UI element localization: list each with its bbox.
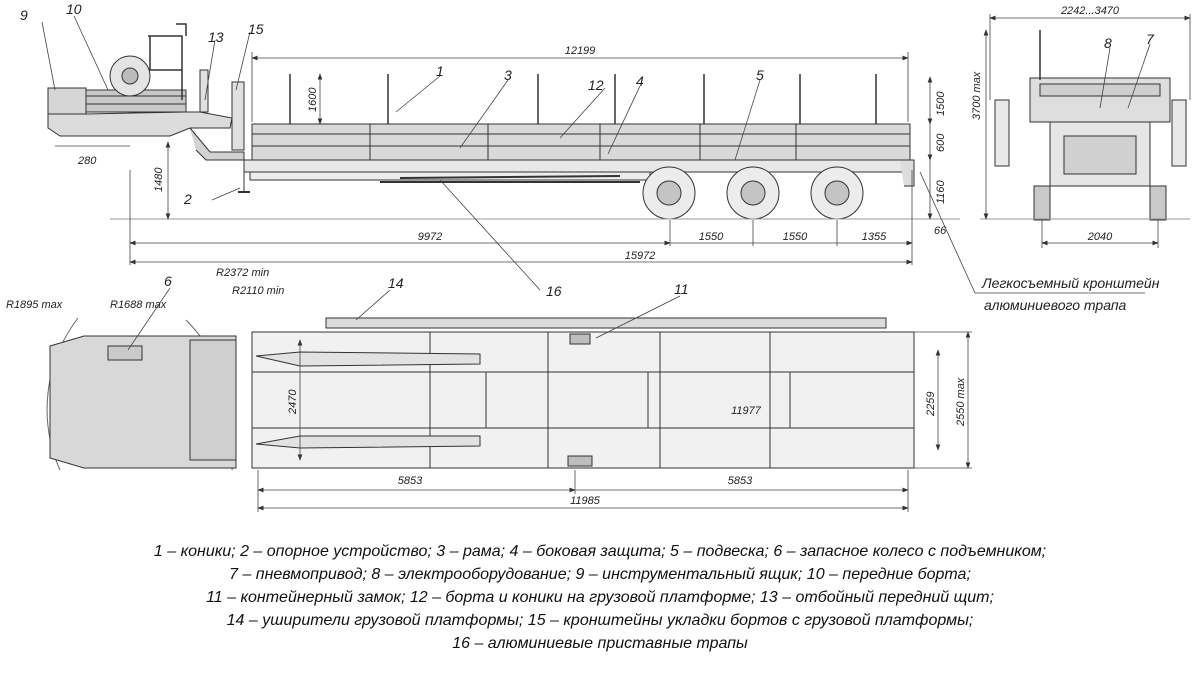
side-boards	[251, 123, 911, 161]
callout-16: 16	[546, 283, 562, 299]
legend: 1 – коники; 2 – опорное устройство; 3 – …	[0, 540, 1200, 655]
dim-66: 66	[934, 225, 947, 237]
callout-1: 1	[436, 63, 444, 79]
ramps-top	[255, 351, 481, 449]
dim-1550-b: 1550	[783, 231, 808, 243]
callout-13: 13	[208, 29, 224, 45]
side-view	[41, 15, 1145, 294]
legend-line: 16 – алюминиевые приставные трапы	[452, 635, 748, 652]
callout-6: 6	[164, 273, 172, 289]
dim-1600: 1600	[307, 87, 319, 112]
dim-2470: 2470	[287, 389, 299, 415]
legend-line: 11 – контейнерный замок; 12 – борта и ко…	[206, 589, 994, 606]
top-view	[46, 287, 972, 512]
dim-2040: 2040	[1087, 231, 1113, 243]
dim-12199: 12199	[565, 45, 596, 57]
dim-1500: 1500	[935, 91, 947, 116]
dim-r2110: R2110 min	[232, 285, 284, 297]
platform-wideners	[325, 317, 887, 329]
dim-1480: 1480	[153, 167, 165, 192]
dim-r2372: R2372 min	[216, 267, 269, 279]
front-shield	[199, 69, 245, 151]
callout-11: 11	[674, 281, 689, 297]
main-frame	[243, 159, 915, 173]
note-line-2: алюминиевого трапа	[984, 297, 1127, 313]
dim-1550-a: 1550	[699, 231, 724, 243]
dim-5853-b: 5853	[728, 475, 753, 487]
callout-3: 3	[504, 67, 512, 83]
callout-15: 15	[248, 21, 264, 37]
axles	[642, 166, 864, 220]
dim-3700-max: 3700 max	[971, 71, 983, 120]
callout-4: 4	[636, 73, 644, 89]
dim-r1895: R1895 max	[6, 299, 63, 311]
legend-line: 1 – коники; 2 – опорное устройство; 3 – …	[153, 543, 1047, 560]
note-line-1: Легкосъемный кронштейн	[981, 275, 1160, 291]
legend-line: 7 – пневмопривод; 8 – электрооборудовани…	[229, 566, 971, 583]
callout-14: 14	[388, 275, 404, 291]
callout-12: 12	[588, 77, 604, 93]
dim-5853-a: 5853	[398, 475, 423, 487]
dim-r1688: R1688 max	[110, 299, 167, 311]
wheel-lifter	[148, 23, 187, 100]
callout-2: 2	[183, 191, 192, 207]
dim-9972: 9972	[418, 231, 442, 243]
dim-600: 600	[935, 133, 947, 152]
trailer-drawing: 9 10 13 15 1 3 12 4 5 2 12199 1600 280 1…	[6, 1, 1191, 512]
ramps	[399, 175, 621, 179]
dim-2550-max: 2550 max	[955, 377, 967, 427]
rear-view	[980, 14, 1191, 248]
dim-11977: 11977	[731, 405, 762, 417]
dim-1355: 1355	[862, 231, 887, 243]
legend-line: 14 – уширители грузовой платформы; 15 – …	[226, 612, 974, 629]
dim-280: 280	[77, 155, 97, 167]
callout-9: 9	[20, 7, 28, 23]
dim-1160: 1160	[935, 179, 947, 204]
callout-10: 10	[66, 1, 82, 17]
callout-5: 5	[756, 67, 764, 83]
callout-8: 8	[1104, 35, 1112, 51]
dim-11985: 11985	[570, 495, 601, 507]
callout-7: 7	[1146, 31, 1155, 47]
dim-2259: 2259	[925, 392, 937, 417]
gooseneck	[47, 111, 233, 137]
stakes	[289, 74, 877, 124]
dim-width-top: 2242...3470	[1060, 5, 1120, 17]
dim-15972: 15972	[625, 250, 656, 262]
tool-box	[47, 87, 87, 115]
